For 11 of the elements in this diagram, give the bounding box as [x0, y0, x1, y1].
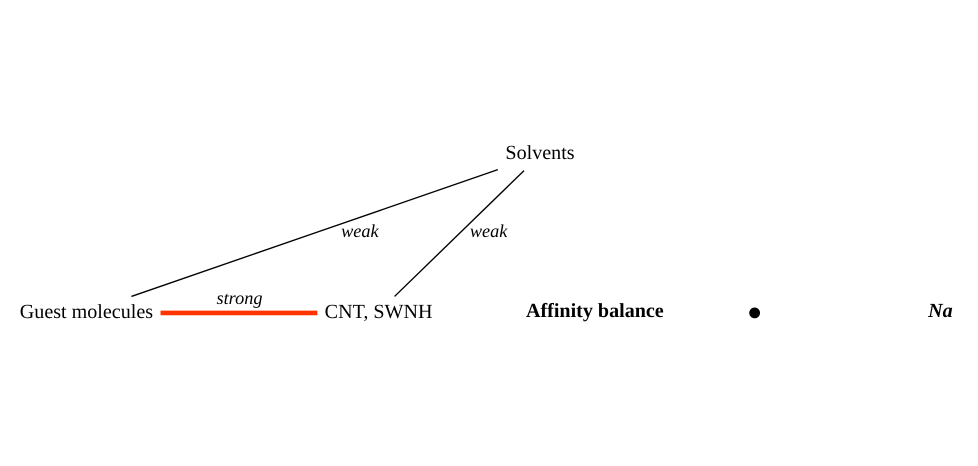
- connector: [394, 170, 525, 296]
- node-text: CNT, SWNH: [324, 300, 433, 323]
- edge-label: weak: [341, 220, 379, 241]
- label: Affinity balance: [526, 300, 664, 322]
- connector: [160, 310, 318, 315]
- connector: [131, 168, 498, 297]
- label: Na: [928, 300, 953, 322]
- edge-label: strong: [216, 287, 262, 308]
- edge-label: weak: [470, 220, 508, 241]
- node-text: Guest molecules: [20, 300, 154, 323]
- node-text: Solvents: [505, 142, 575, 164]
